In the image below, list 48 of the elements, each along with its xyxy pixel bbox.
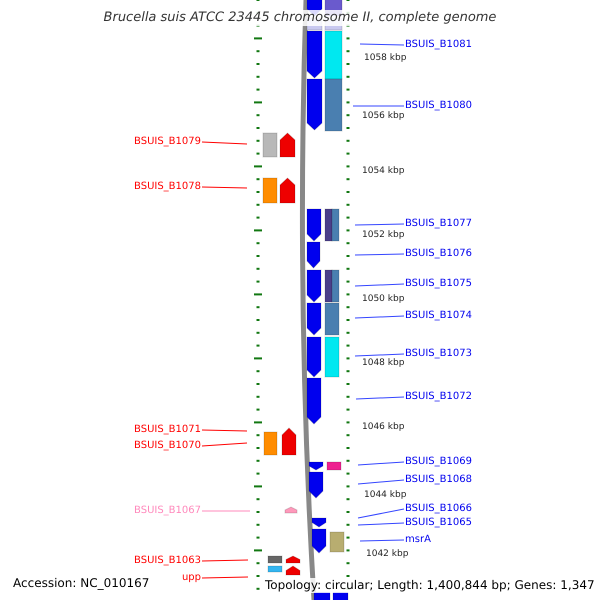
leader-line [360,44,404,46]
leader-line [354,316,404,318]
gene-label: BSUIS_B1072 [405,391,472,403]
leader-line [354,254,404,256]
leader-line [356,396,404,400]
leader-line [358,522,404,526]
gene-label: BSUIS_B1065 [405,517,472,529]
gene-label: BSUIS_B1080 [405,100,472,112]
gene-label: BSUIS_B1078 [134,181,201,193]
leader-line [360,540,404,542]
leader-line [358,508,404,518]
leader-line [358,462,404,466]
gene-label: BSUIS_B1069 [405,456,472,468]
scale-label: 1044 kbp [364,489,406,501]
gene-label: msrA [405,534,431,546]
scale-label: 1048 kbp [362,357,404,369]
gene-label: BSUIS_B1068 [405,474,472,486]
leader-line [358,480,404,484]
scale-label: 1042 kbp [366,548,408,560]
gene-label: BSUIS_B1067 [134,505,201,517]
leader-line [202,576,248,578]
scale-label: 1056 kbp [362,110,404,122]
gene-label: BSUIS_B1063 [134,555,201,567]
leader-line [354,224,404,226]
leader-line [202,186,248,188]
gene-label: BSUIS_B1074 [405,310,472,322]
gene-label: BSUIS_B1076 [405,248,472,260]
scale-label: 1054 kbp [362,165,404,177]
leader-line [202,442,248,446]
scale-label: 1052 kbp [362,229,404,241]
scale-label: 1050 kbp [362,293,404,305]
scale-label: 1046 kbp [362,421,404,433]
gene-label: BSUIS_B1073 [405,348,472,360]
gene-label: BSUIS_B1079 [134,136,201,148]
gene-label: BSUIS_B1070 [134,440,201,452]
gene-label: BSUIS_B1071 [134,424,201,436]
gene-label: BSUIS_B1075 [405,278,472,290]
gene-label: BSUIS_B1077 [405,218,472,230]
leader-line [202,560,248,562]
leader-line [202,142,248,144]
leader-line [202,430,248,432]
leader-line [354,354,404,356]
gene-label: BSUIS_B1081 [405,39,472,51]
gene-label: upp [182,572,201,584]
gene-label: BSUIS_B1066 [405,503,472,515]
leader-line [354,284,404,286]
leader-line [202,510,250,512]
scale-label: 1058 kbp [364,52,406,64]
